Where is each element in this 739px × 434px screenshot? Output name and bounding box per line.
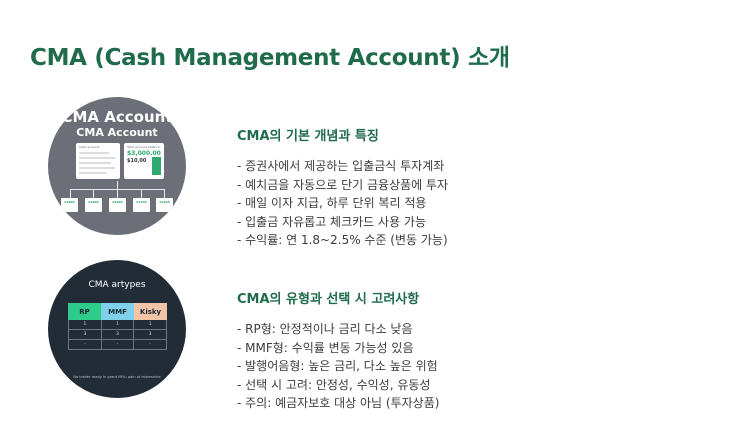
card-line bbox=[79, 172, 107, 174]
connector-line bbox=[117, 189, 118, 198]
table-cell: 1 bbox=[102, 320, 135, 329]
illustration-footer: No trader ready in grant fft%: pain at m… bbox=[73, 375, 161, 379]
page-title: CMA (Cash Management Account) 소개 bbox=[30, 45, 510, 71]
card-title: Cash account bbox=[79, 145, 100, 149]
card-line bbox=[79, 152, 109, 154]
table-cell: 3 bbox=[68, 330, 102, 339]
list-item: - 예치금을 자동으로 단기 금융상품에 투자 bbox=[237, 177, 449, 192]
card-line bbox=[79, 167, 115, 169]
section-heading: CMA의 기본 개념과 특징 bbox=[237, 129, 379, 144]
list-item: - 주의: 예금자보호 대상 아님 (투자상품) bbox=[237, 396, 440, 410]
table-row: - - - bbox=[68, 340, 168, 350]
list-item: - 증권사에서 제공하는 입출금식 투자계좌 bbox=[237, 159, 445, 173]
amount-box: $3000 bbox=[61, 198, 78, 212]
table-cell: 1 bbox=[68, 320, 102, 329]
table-cell: 1 bbox=[134, 320, 168, 329]
list-item: - 선택 시 고려: 안정성, 수익성, 유동성 bbox=[237, 377, 431, 392]
connector-line bbox=[70, 189, 71, 198]
list-item: - MMF형: 수익률 변동 가능성 있음 bbox=[237, 340, 414, 355]
list-item: - 입출금 자유롭고 체크카드 사용 가능 bbox=[237, 214, 427, 229]
column-header-mmf: MMF bbox=[101, 303, 134, 320]
illustration-heading: CMA artypes bbox=[88, 280, 146, 290]
balance-sub: $10,00 bbox=[127, 158, 147, 164]
table-cell: - bbox=[102, 340, 135, 349]
table-header: RP MMF Kisky bbox=[68, 303, 167, 320]
card-title: Total account balance bbox=[127, 145, 160, 149]
balance-bar bbox=[152, 157, 161, 175]
table-cell: - bbox=[134, 340, 168, 349]
list-item: - 발행어음형: 높은 금리, 다소 높은 위험 bbox=[237, 359, 438, 373]
section-types: CMA의 유형과 선택 시 고려사항 - RP형: 안정적이나 금리 다소 낮음… bbox=[237, 288, 439, 413]
illustration-heading: CMA Account bbox=[61, 108, 173, 126]
column-header-rp: RP bbox=[68, 303, 101, 320]
table-cell: 3 bbox=[134, 330, 168, 339]
list-item: - RP형: 안정적이나 금리 다소 낮음 bbox=[237, 322, 413, 336]
card-line bbox=[79, 162, 111, 164]
types-table: RP MMF Kisky 1 1 1 3 3 3 - - - bbox=[68, 303, 168, 350]
cma-account-illustration: CMA Account CMA Account Cash account Tot… bbox=[48, 97, 186, 235]
list-item: - 매일 이자 지급, 하루 단위 복리 적용 bbox=[237, 196, 427, 210]
bullet-list: - 증권사에서 제공하는 입출금식 투자계좌 - 예치금을 자동으로 단기 금융… bbox=[237, 157, 448, 250]
connector-line bbox=[141, 189, 142, 198]
list-item: - 수익률: 연 1.8~2.5% 수준 (변동 가능) bbox=[237, 233, 448, 247]
card-line bbox=[79, 157, 115, 159]
balance-card: Total account balance $3,000.00 $10,00 bbox=[124, 143, 164, 179]
connector-line bbox=[117, 181, 118, 189]
connector-line bbox=[164, 189, 165, 198]
cash-account-card: Cash account bbox=[76, 143, 120, 179]
table-cell: 3 bbox=[102, 330, 135, 339]
connector-line bbox=[93, 189, 94, 198]
bullet-list: - RP형: 안정적이나 금리 다소 낮음 - MMF형: 수익률 변동 가능성… bbox=[237, 320, 439, 413]
section-basics: CMA의 기본 개념과 특징 - 증권사에서 제공하는 입출금식 투자계좌 - … bbox=[237, 125, 448, 250]
amount-box: $4000 bbox=[109, 198, 126, 212]
section-heading: CMA의 유형과 선택 시 고려사항 bbox=[237, 292, 420, 307]
amount-box: $1200 bbox=[133, 198, 150, 212]
table-row: 1 1 1 bbox=[68, 320, 168, 330]
amount-box: $1800 bbox=[85, 198, 102, 212]
illustration-subheading: CMA Account bbox=[76, 126, 158, 139]
amount-box: $3000 bbox=[156, 198, 173, 212]
balance-amount: $3,000.00 bbox=[127, 150, 161, 157]
table-row: 3 3 3 bbox=[68, 330, 168, 340]
cma-types-illustration: CMA artypes RP MMF Kisky 1 1 1 3 3 3 - -… bbox=[48, 260, 186, 398]
table-cell: - bbox=[68, 340, 102, 349]
column-header-kisky: Kisky bbox=[134, 303, 167, 320]
